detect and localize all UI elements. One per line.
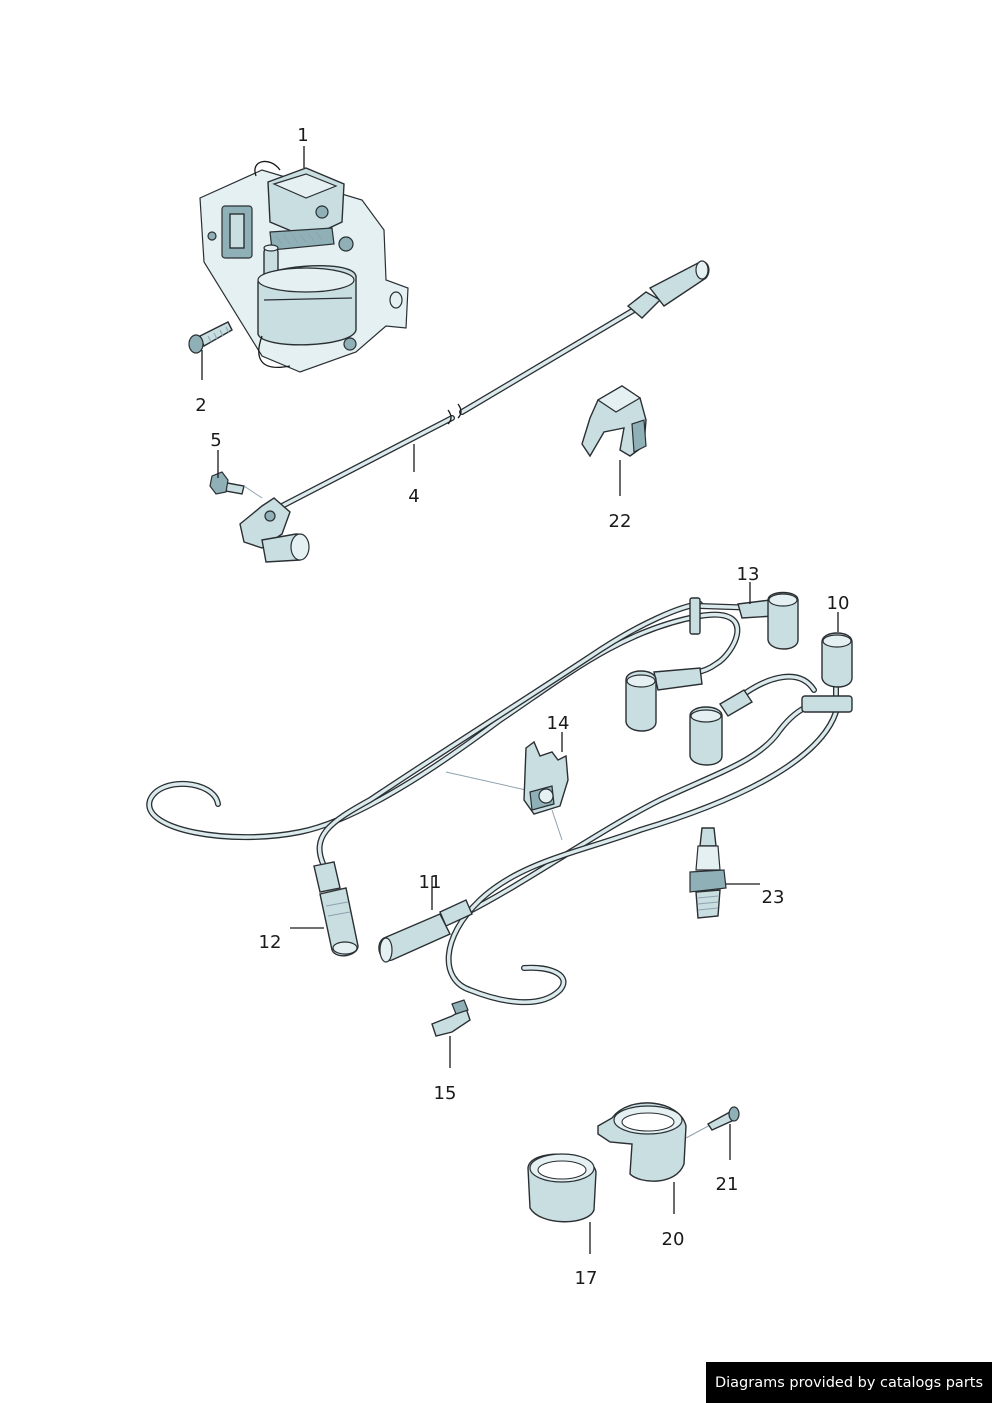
part-4-speed-sensor-cable (239, 260, 710, 563)
part-12-connector (313, 861, 359, 957)
part-2-bolt (188, 321, 233, 354)
plug-boot-middle (689, 689, 753, 766)
part-11-connector (378, 899, 473, 963)
part-5-bolt (209, 471, 245, 495)
part-23-spark-plug (689, 827, 727, 919)
callout-10: 10 (827, 593, 850, 614)
callout-1: 1 (297, 125, 308, 146)
callout-5: 5 (210, 430, 221, 451)
leader-lines (201, 146, 839, 1254)
part-14-bracket (523, 740, 569, 815)
part-13-plug-boot (737, 591, 799, 650)
callout-2: 2 (195, 395, 206, 416)
callout-15: 15 (434, 1083, 457, 1104)
callout-23: 23 (762, 887, 785, 908)
credit-text: Diagrams provided by catalogs parts (714, 1374, 984, 1391)
ignition-harness (146, 597, 853, 1006)
callout-21: 21 (716, 1174, 739, 1195)
part-20-clamp (597, 1102, 713, 1182)
part-1-ignition-coil-unit (199, 160, 409, 373)
callout-14: 14 (547, 713, 570, 734)
callout-20: 20 (662, 1229, 685, 1250)
plug-boot-left (625, 667, 703, 732)
callout-labels: 1 2 5 4 22 13 10 14 11 23 12 15 21 20 17 (195, 125, 849, 1289)
callout-17: 17 (575, 1268, 598, 1289)
callout-12: 12 (259, 932, 282, 953)
credit-banner: Diagrams provided by catalogs parts (706, 1362, 992, 1403)
part-22-clip (581, 385, 647, 458)
part-10-plug-boot (821, 632, 853, 688)
part-17-ring (527, 1153, 597, 1223)
callout-11: 11 (419, 872, 442, 893)
callout-4: 4 (408, 486, 419, 507)
callout-22: 22 (609, 511, 632, 532)
part-15-terminal (431, 999, 471, 1037)
part-21-screw (706, 1106, 740, 1131)
callout-13: 13 (737, 564, 760, 585)
